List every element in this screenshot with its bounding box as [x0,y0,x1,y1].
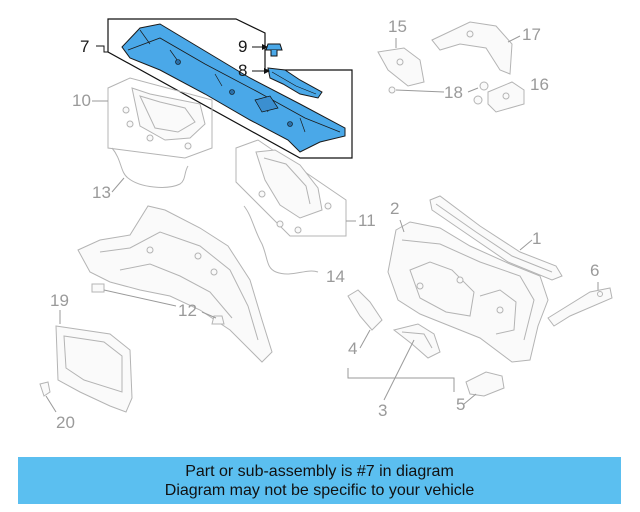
part-1-cowl-upper [429,195,563,281]
part-4-bracket [347,289,383,331]
part-8-seal[interactable] [267,67,323,99]
part-11-group-box [235,139,347,237]
part-14-cable [243,205,319,275]
callout-9: 9 [238,37,247,56]
part-20-clip [39,381,51,397]
banner-line-2: Diagram may not be specific to your vehi… [164,481,475,499]
part-16-bracket [487,81,525,113]
callout-17: 17 [522,25,541,44]
part-19-panel [55,325,133,413]
callout-1: 1 [532,229,541,248]
part-10-group-box [107,77,213,159]
highlight-group-box [107,18,353,159]
part-18-bolt [388,81,489,105]
callout-16: 16 [530,75,549,94]
callout-2: 2 [390,199,399,218]
callout-19: 19 [50,291,69,310]
callout-6: 6 [590,261,599,280]
part-10-bracket [122,87,206,150]
callout-13: 13 [92,183,111,202]
part-6-bracket [547,287,613,327]
callout-5: 5 [456,395,465,414]
info-banner: Part or sub-assembly is #7 in diagram Di… [18,457,621,504]
part-2-dash-panel [387,221,549,363]
callout-7: 7 [80,37,89,56]
callout-20: 20 [56,413,75,432]
part-12-bolt [91,283,225,325]
part-5-bracket [465,371,505,397]
callout-10: 10 [72,91,91,110]
banner-line-1: Part or sub-assembly is #7 in diagram [185,462,454,480]
callout-8: 8 [238,61,247,80]
callout-15: 15 [388,17,407,36]
part-9-clip[interactable] [265,43,283,57]
callout-3: 3 [378,401,387,420]
part-3-bracket [392,323,441,359]
callout-11: 11 [358,211,376,230]
part-11-bracket [255,149,332,234]
parts-diagram: 7 9 8 10 13 11 14 [39,17,613,432]
callout-4: 4 [348,339,357,358]
part-13-cable [111,147,189,188]
part-17-bracket [431,21,513,75]
part-15-bracket [377,47,425,87]
callout-14: 14 [326,267,345,286]
callout-12: 12 [178,301,197,320]
callout-18: 18 [444,83,463,102]
part-7-cowl-panel[interactable] [121,23,346,153]
